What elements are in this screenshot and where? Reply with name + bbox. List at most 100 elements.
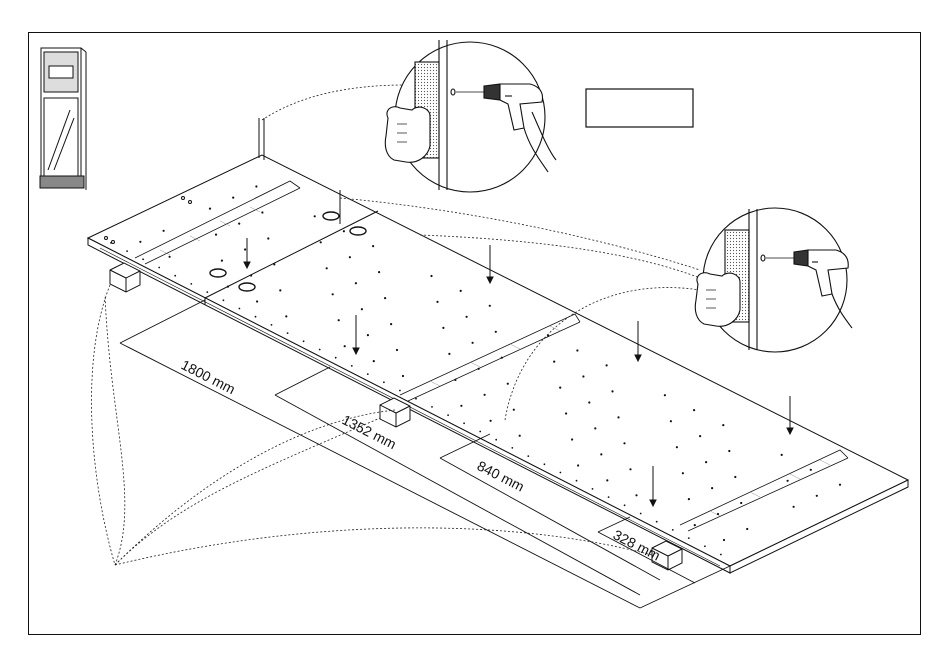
screw-hole-dot bbox=[466, 316, 468, 318]
screw-hole-dot bbox=[448, 353, 450, 355]
screw-hole-dot bbox=[332, 293, 334, 295]
screw-hole-dot bbox=[577, 464, 579, 466]
screw-hole-dot bbox=[261, 211, 263, 213]
screw-hole-dot bbox=[244, 248, 246, 250]
screw-hole-dot bbox=[454, 379, 456, 381]
edge-hole-dot bbox=[592, 488, 594, 490]
dimension-1800-label: 1800 mm bbox=[179, 356, 238, 397]
screw-hole-dot bbox=[519, 435, 521, 437]
screw-hole-dot bbox=[460, 290, 462, 292]
screw-hole-dot bbox=[582, 375, 584, 377]
screw-hole-dot bbox=[460, 405, 462, 407]
edge-hole-dot bbox=[319, 349, 321, 351]
screw-hole-dot bbox=[402, 375, 404, 377]
screw-hole-dot bbox=[484, 394, 486, 396]
edge-hole-dot bbox=[142, 258, 144, 260]
edge-hole-dot bbox=[335, 357, 337, 359]
edge-hole-dot bbox=[463, 422, 465, 424]
edge-hole-dot bbox=[688, 537, 690, 539]
edge-hole-dot bbox=[271, 324, 273, 326]
screw-hole-dot bbox=[734, 476, 736, 478]
screw-hole-dot bbox=[699, 435, 701, 437]
edge-hole-dot bbox=[576, 480, 578, 482]
edge-hole-dot bbox=[158, 267, 160, 269]
screw-hole-dot bbox=[728, 450, 730, 452]
screw-hole-dot bbox=[384, 297, 386, 299]
edge-hole-dot bbox=[608, 496, 610, 498]
edge-hole-dot bbox=[287, 332, 289, 334]
screw-hole-dot bbox=[513, 409, 515, 411]
edge-hole-dot bbox=[399, 390, 401, 392]
hand-icon bbox=[695, 273, 740, 327]
edge-hole-dot bbox=[479, 431, 481, 433]
screw-hole-dot bbox=[635, 494, 637, 496]
edge-hole-dot bbox=[415, 398, 417, 400]
hand-icon bbox=[385, 107, 430, 163]
drill-detail-icon-2 bbox=[695, 208, 852, 352]
screw-hole-dot bbox=[355, 282, 357, 284]
screw-hole-dot bbox=[594, 427, 596, 429]
screw-hole-dot bbox=[693, 409, 695, 411]
drill-detail-icon bbox=[385, 40, 556, 192]
screw-hole-dot bbox=[338, 319, 340, 321]
screw-hole-dot bbox=[238, 223, 240, 225]
edge-hole-dot bbox=[560, 472, 562, 474]
screw-hole-dot bbox=[227, 286, 229, 288]
screw-hole-dot bbox=[396, 349, 398, 351]
screw-hole-dot bbox=[349, 256, 351, 258]
screw-hole-dot bbox=[326, 267, 328, 269]
screw-hole-dot bbox=[664, 394, 666, 396]
cabinet-thumbnail-icon bbox=[40, 48, 86, 190]
edge-hole-dot bbox=[447, 414, 449, 416]
screw-hole-dot bbox=[378, 271, 380, 273]
screw-hole-dot bbox=[787, 480, 789, 482]
edge-hole-dot bbox=[206, 291, 208, 293]
screw-hole-dot bbox=[390, 323, 392, 325]
screw-hole-dot bbox=[250, 274, 252, 276]
screw-hole-dot bbox=[279, 289, 281, 291]
screw-hole-dot bbox=[576, 349, 578, 351]
screw-hole-dot bbox=[490, 420, 492, 422]
edge-hole-dot bbox=[190, 283, 192, 285]
screw-hole-dot bbox=[320, 241, 322, 243]
screw-hole-dot bbox=[723, 539, 725, 541]
edge-hole-dot bbox=[527, 455, 529, 457]
screw-hole-dot bbox=[559, 387, 561, 389]
screw-hole-dot bbox=[442, 327, 444, 329]
screw-hole-dot bbox=[430, 275, 432, 277]
edge-hole-dot bbox=[704, 545, 706, 547]
screw-hole-dot bbox=[507, 383, 509, 385]
screw-hole-dot bbox=[606, 364, 608, 366]
edge-hole-dot bbox=[720, 554, 722, 556]
screw-hole-dot bbox=[781, 454, 783, 456]
screw-hole-dot bbox=[501, 357, 503, 359]
screw-hole-dot bbox=[361, 308, 363, 310]
screw-hole-dot bbox=[489, 305, 491, 307]
edge-hole-dot bbox=[303, 340, 305, 342]
screw-hole-dot bbox=[256, 300, 258, 302]
screw-hole-dot bbox=[314, 215, 316, 217]
screw-hole-dot bbox=[255, 185, 257, 187]
edge-hole-dot bbox=[431, 406, 433, 408]
screw-hole-dot bbox=[209, 208, 211, 210]
screw-hole-dot bbox=[169, 256, 171, 258]
edge-hole-dot bbox=[544, 463, 546, 465]
screw-hole-dot bbox=[676, 446, 678, 448]
edge-hole-dot bbox=[511, 447, 513, 449]
edge-hole-dot bbox=[367, 373, 369, 375]
edge-hole-dot bbox=[672, 529, 674, 531]
screw-hole-dot bbox=[839, 484, 841, 486]
screw-hole-dot bbox=[711, 487, 713, 489]
screw-hole-dot bbox=[139, 241, 141, 243]
screw-hole-dot bbox=[682, 472, 684, 474]
label-box bbox=[586, 89, 693, 127]
screw-hole-dot bbox=[367, 334, 369, 336]
screw-hole-dot bbox=[478, 368, 480, 370]
screw-hole-dot bbox=[221, 260, 223, 262]
screw-hole-dot bbox=[623, 442, 625, 444]
edge-hole-dot bbox=[126, 250, 128, 252]
screw-hole-dot bbox=[273, 263, 275, 265]
edge-hole-dot bbox=[110, 242, 112, 244]
screw-hole-dot bbox=[373, 360, 375, 362]
screw-hole-dot bbox=[588, 401, 590, 403]
